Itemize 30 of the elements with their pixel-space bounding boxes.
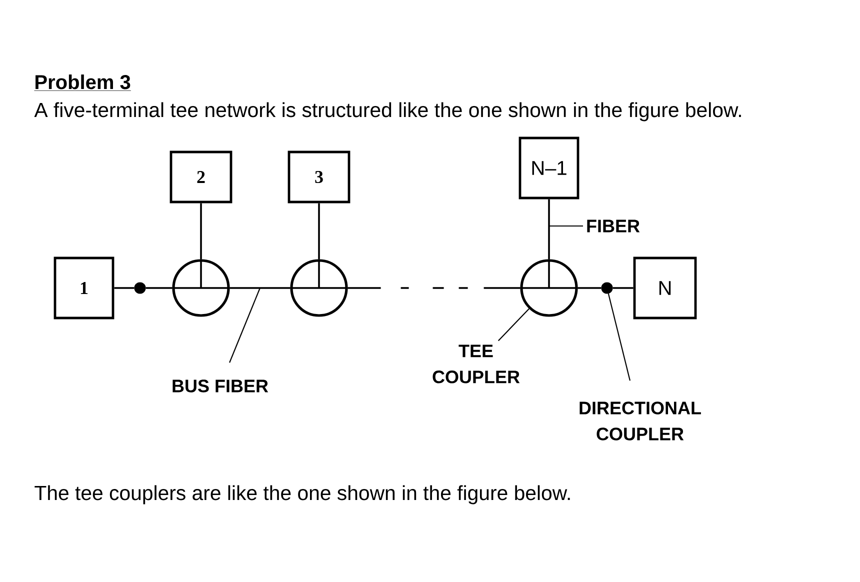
leader-line (498, 308, 530, 342)
tee-coupler (172, 259, 230, 317)
callout-label: DIRECTIONAL COUPLER (580, 402, 701, 440)
leader-line (608, 294, 631, 381)
fiber-line (548, 199, 550, 260)
fiber-line (318, 203, 320, 260)
coupler-dot (601, 282, 613, 294)
tee-coupler (520, 259, 578, 317)
terminal-box: 3 (288, 150, 350, 204)
problem-heading: Problem 3 (34, 74, 132, 91)
terminal-box: 2 (170, 150, 232, 204)
fiber-line (200, 203, 202, 260)
terminal-box: N (633, 256, 697, 320)
fiber-line (348, 287, 520, 289)
terminal-box: N–1 (518, 136, 580, 200)
leader-line (549, 225, 583, 227)
leader-line (229, 288, 260, 363)
body-text: A five-terminal tee network is structured like the one shown in the figure below. (34, 102, 741, 122)
callout-label: BUS FIBER (172, 380, 268, 392)
fiber-line (578, 287, 602, 289)
terminal-box: 1 (54, 256, 114, 320)
coupler-dot (134, 282, 146, 294)
fiber-line (146, 287, 172, 289)
tee-coupler (290, 259, 348, 317)
body-text: The tee couplers are like the one shown in the figure below. (34, 485, 570, 504)
callout-label: TEE COUPLER (432, 344, 520, 384)
fiber-line (230, 287, 290, 289)
callout-label: FIBER (587, 220, 640, 232)
fiber-line (612, 287, 634, 289)
fiber-line (114, 287, 134, 289)
